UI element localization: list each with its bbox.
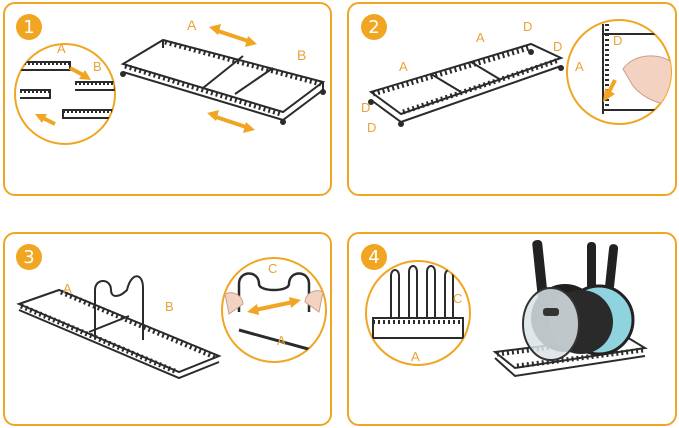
- step-2-panel: 2 A A D D D D D A: [347, 2, 677, 196]
- step-3-label-b: B: [165, 299, 174, 314]
- step-2-inset: [566, 19, 672, 125]
- step-2-inset-label-a: A: [575, 59, 584, 74]
- hand-icon: [622, 55, 671, 105]
- step-3-inset-label-a: A: [277, 333, 286, 348]
- step-3-label-a: A: [63, 281, 72, 296]
- step-2-number: 2: [361, 14, 387, 40]
- step-2-rack: [368, 42, 564, 127]
- step-4-label-c: C: [453, 291, 463, 306]
- step-2-label-d-right: D: [553, 39, 563, 54]
- step-1-label-b: B: [297, 47, 307, 63]
- step-4-number: 4: [361, 244, 387, 270]
- step-1-panel: 1 A B: [3, 2, 332, 196]
- step-1-label-a: A: [187, 17, 197, 33]
- step-4-label-a: A: [411, 349, 420, 364]
- step-2-label-d-top: D: [523, 19, 533, 34]
- step-1-inset-label-b: B: [93, 59, 102, 74]
- step-2-label-a-left: A: [399, 59, 408, 74]
- pan-handle-left: [532, 240, 619, 300]
- step-3-inset-label-c: C: [268, 261, 278, 276]
- step-4-inset: [365, 260, 471, 366]
- double-arrow-icon: [247, 297, 301, 315]
- step-1-inset: [14, 43, 116, 145]
- step-2-label-a-mid: A: [476, 30, 485, 45]
- double-arrow-icon: [207, 110, 255, 133]
- hand-icon: [304, 290, 324, 313]
- step-3-panel: 3 A B C A: [3, 232, 332, 426]
- step-3-inset: [221, 257, 327, 363]
- step-4-panel: 4 C A: [347, 232, 677, 426]
- step-3-number: 3: [16, 244, 42, 270]
- step-1-rack: [120, 38, 326, 125]
- double-arrow-icon: [209, 24, 257, 47]
- double-arrow-icon: [35, 66, 91, 126]
- step-2-inset-label-d: D: [613, 33, 623, 48]
- step-3-rack: [16, 275, 222, 380]
- step-1-number: 1: [16, 14, 42, 40]
- step-4-rack-with-pans: [492, 240, 648, 378]
- step-2-label-d-left2: D: [367, 120, 377, 135]
- step-2-label-d-left1: D: [361, 100, 371, 115]
- hand-icon: [224, 292, 244, 315]
- step-1-inset-label-a: A: [57, 41, 66, 56]
